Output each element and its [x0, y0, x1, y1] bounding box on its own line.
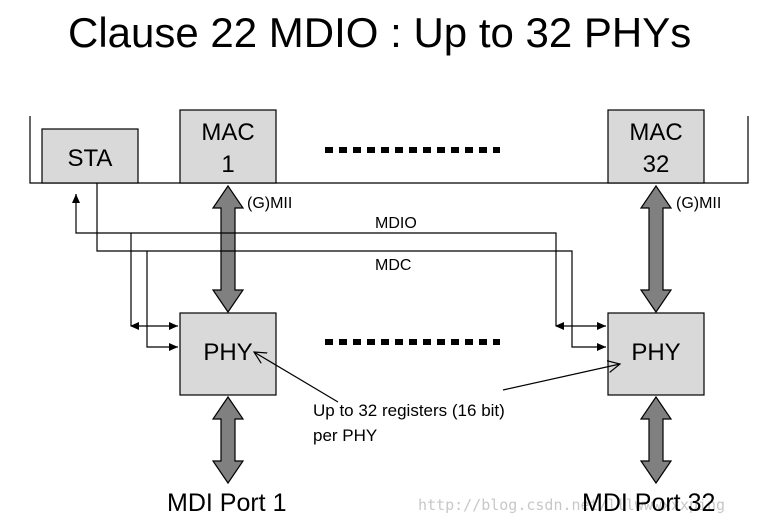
- mac1-label-line1: MAC: [201, 119, 254, 146]
- mdio-label: MDIO: [375, 215, 417, 232]
- mac1-label-line2: 1: [221, 151, 234, 178]
- mdc-label: MDC: [375, 257, 411, 274]
- gmii-label-right: (G)MII: [676, 195, 721, 212]
- mdi-port1-label: MDI Port 1: [167, 489, 286, 517]
- mac32-label-line2: 32: [643, 151, 670, 178]
- phy32-label: PHY: [631, 339, 680, 366]
- diagram-title: Clause 22 MDIO : Up to 32 PHYs: [68, 9, 692, 56]
- register-pointer-phy32: [502, 364, 620, 391]
- mac1-box: [179, 109, 277, 184]
- register-pointer-phy1: [254, 352, 339, 403]
- mac32-box: [607, 109, 705, 184]
- mdi-arrow-left: [211, 395, 245, 485]
- mdio-wire: [75, 194, 557, 326]
- system-bus-outline: [29, 116, 749, 184]
- registers-note-line2: per PHY: [313, 426, 377, 445]
- mdi-arrow-right: [639, 395, 673, 485]
- mac32-label-line1: MAC: [629, 119, 682, 146]
- mdi-port32-label: MDI Port 32: [582, 489, 715, 517]
- phy1-label: PHY: [203, 339, 252, 366]
- mdc-tap-phy1: [146, 251, 178, 351]
- mdc-wire: [96, 183, 606, 351]
- phy32-box: [607, 312, 705, 396]
- watermark-text: http://blog.csdn.net/lllwwwxxxping: [418, 496, 725, 514]
- gmii-arrow-right: [639, 184, 673, 314]
- registers-note-line1: Up to 32 registers (16 bit): [313, 401, 505, 420]
- sta-box: [41, 128, 139, 184]
- gmii-arrow-left: [211, 184, 245, 314]
- sta-label: STA: [68, 145, 113, 172]
- gmii-label-left: (G)MII: [247, 195, 292, 212]
